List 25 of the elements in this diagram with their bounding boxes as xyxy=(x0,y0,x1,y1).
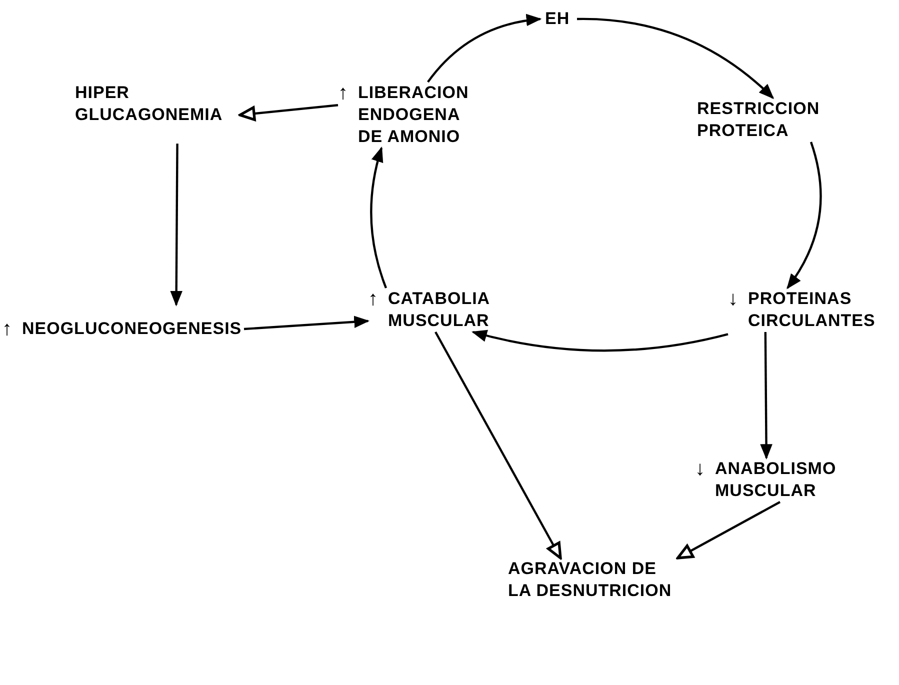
arrow xyxy=(472,330,728,352)
arrow xyxy=(434,331,562,560)
arrow xyxy=(370,146,388,288)
trend-arrow-symbol: ↑ xyxy=(338,82,349,104)
node-label: HIPER GLUCAGONEMIA xyxy=(75,82,224,126)
node-label: LIBERACION ENDOGENA DE AMONIO xyxy=(358,82,470,148)
arrow xyxy=(427,14,542,83)
trend-arrow-symbol: ↓ xyxy=(728,288,739,310)
trend-arrow-symbol: ↑ xyxy=(2,318,13,340)
node-label: AGRAVACION DE LA DESNUTRICION xyxy=(508,558,673,602)
node-label: ANABOLISMO MUSCULAR xyxy=(715,458,838,502)
node-label: EH xyxy=(545,8,571,30)
arrow xyxy=(786,142,822,290)
trend-arrow-symbol: ↓ xyxy=(695,458,706,480)
arrow xyxy=(760,332,772,460)
trend-arrow-symbol: ↑ xyxy=(368,288,379,310)
arrow xyxy=(170,144,182,306)
arrow xyxy=(238,104,338,122)
node-label: RESTRICCION PROTEICA xyxy=(697,98,821,142)
arrow xyxy=(244,316,370,330)
arrow xyxy=(676,501,781,560)
arrow xyxy=(576,18,774,100)
node-label: CATABOLIA MUSCULAR xyxy=(388,288,490,332)
node-label: NEOGLUCONEOGENESIS xyxy=(22,318,243,340)
node-label: PROTEINAS CIRCULANTES xyxy=(748,288,876,332)
